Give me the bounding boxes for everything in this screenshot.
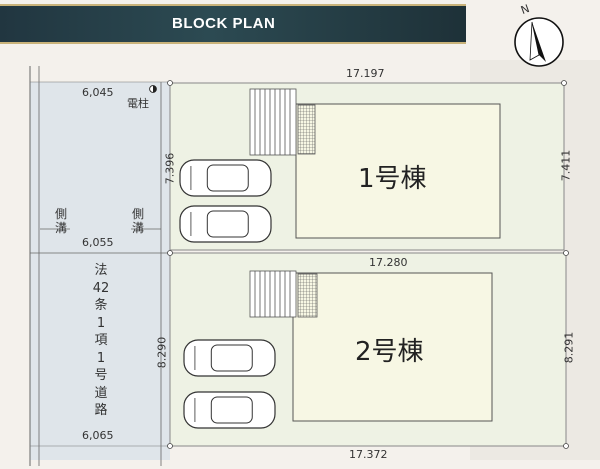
lot-1-left-depth: 7.396 (163, 152, 177, 185)
building-1 (295, 103, 501, 239)
stairs-2 (249, 270, 297, 318)
building-2-label: 2号棟 (355, 337, 424, 367)
gutter-left-label: 側溝 (54, 207, 67, 235)
header-banner: BLOCK PLAN (0, 4, 466, 44)
car-icon (179, 159, 272, 197)
utility-pole-icon (149, 85, 157, 93)
pole-label: 電柱 (127, 97, 149, 110)
building-1-label: 1号棟 (358, 164, 427, 194)
gutter-right-label: 側溝 (131, 207, 144, 235)
lot-2-left-depth: 8.290 (155, 336, 169, 369)
car-icon (179, 205, 272, 243)
page-title: BLOCK PLAN (172, 15, 276, 32)
stairs-1 (249, 88, 297, 156)
lot-2-top-length: 17.280 (369, 256, 408, 269)
car-icon (183, 339, 276, 377)
compass-icon (514, 17, 564, 67)
road-width-bottom: 6,065 (82, 429, 114, 442)
lot-2-right-depth: 8.291 (562, 331, 576, 364)
lot-2-bottom-length: 17.372 (349, 448, 388, 461)
lot-1-right-depth: 7.411 (559, 149, 573, 182)
lot-1-top-length: 17.197 (346, 67, 385, 80)
road-width-top: 6,045 (82, 86, 114, 99)
road-area (30, 82, 170, 460)
car-icon (183, 391, 276, 429)
building-2 (292, 272, 493, 422)
road-width-mid: 6,055 (82, 236, 114, 249)
